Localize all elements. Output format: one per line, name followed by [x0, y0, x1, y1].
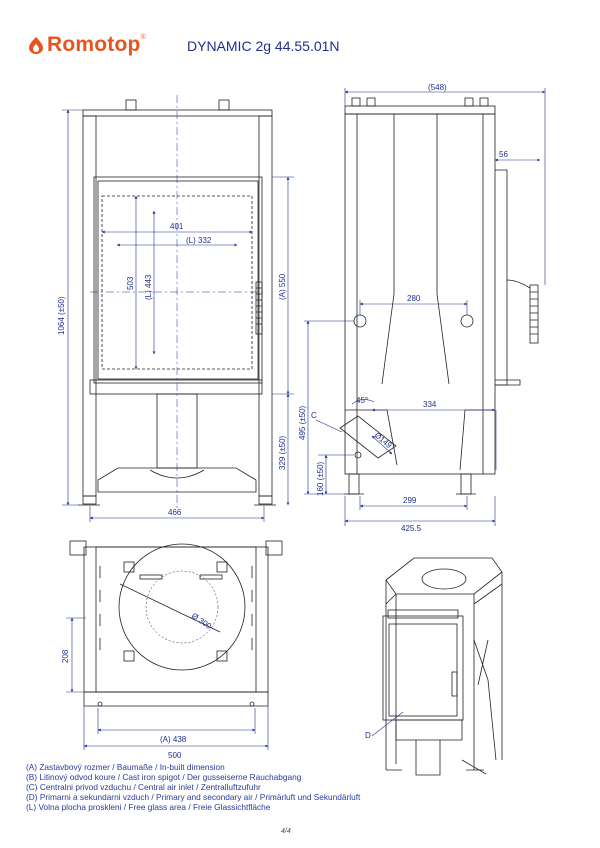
dim-base-height: 329 (±50) — [278, 435, 287, 470]
iso-view — [371, 557, 503, 776]
registered-mark: ® — [140, 33, 146, 41]
flame-icon — [29, 37, 43, 54]
dim-334: 334 — [423, 400, 437, 409]
dim-glass-height: 503 — [126, 276, 135, 290]
dim-angle: 45° — [356, 396, 368, 405]
front-view — [78, 95, 276, 510]
label-C: C — [311, 411, 317, 420]
brand-logo: Romotop ® — [28, 33, 146, 57]
dim-handle: 56 — [499, 150, 508, 159]
side-view-dimensions — [304, 88, 546, 526]
label-D: D — [365, 731, 371, 740]
dim-spigot-height: 495 (±50) — [298, 405, 307, 440]
dim-top-dia: Ø 300 — [190, 611, 214, 631]
dim-spigot-dia: Ø149 — [373, 431, 394, 451]
dim-top-A-width: (A) 438 — [160, 735, 187, 744]
legend-item-C: (C) Centralni privod vzduchu / Central a… — [26, 782, 261, 793]
top-view-dimensions — [66, 617, 269, 750]
legend-item-L: (L) Volna plocha proskleni / Free glass … — [26, 802, 271, 813]
dim-425: 425.5 — [401, 524, 422, 533]
dim-A-height: (A) 550 — [278, 273, 287, 300]
side-view — [339, 97, 539, 495]
dim-height-total: 1064 (±50) — [57, 296, 66, 335]
dim-inlet-height: 160 (±50) — [316, 461, 325, 496]
dim-depth-top: (548) — [428, 83, 447, 92]
brand-name: Romotop — [47, 33, 141, 56]
front-view-labels: 1064 (±50) 401 (L) 332 503 (L) 443 (A) 5… — [57, 222, 287, 517]
dim-glass-width: 401 — [170, 222, 184, 231]
iso-view-labels: D — [365, 731, 371, 740]
model-title: DYNAMIC 2g 44.55.01N — [187, 38, 340, 54]
dim-top-width: 500 — [168, 751, 182, 760]
legend-item-D: (D) Primarni a sekundarni vzduch / Prima… — [26, 792, 361, 803]
dim-top-depth: 208 — [61, 649, 70, 663]
legend-item-A: (A) Zastavbový rozmer / Baumaße / In-bui… — [26, 762, 225, 772]
dim-width: 466 — [168, 508, 182, 517]
dim-inlets: 280 — [407, 294, 421, 303]
dim-visible-width: (L) 332 — [186, 236, 212, 245]
page-number: 4/4 — [281, 828, 291, 835]
dim-visible-height: (L) 443 — [144, 274, 153, 300]
front-view-dimensions — [62, 109, 294, 522]
legend: (A) Zastavbový rozmer / Baumaße / In-bui… — [26, 762, 360, 812]
dim-299: 299 — [403, 496, 417, 505]
side-view-labels: (548) 56 280 45° 334 495 (±50) C Ø149 16… — [298, 83, 508, 533]
top-view — [69, 540, 283, 707]
legend-item-B: (B) Litinový odvod koure / Cast iron spi… — [26, 772, 302, 783]
